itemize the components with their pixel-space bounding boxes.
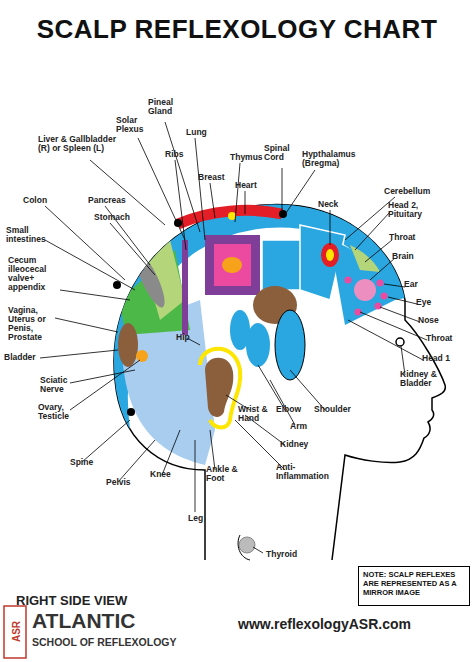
part-label: Ear <box>404 280 434 289</box>
part-label: Spinal Cord <box>264 144 300 162</box>
part-label: Kidney & Bladder <box>400 370 455 388</box>
part-label: Throat <box>426 334 466 343</box>
part-label: Small intestines <box>6 226 48 244</box>
part-label: Breast <box>198 173 234 182</box>
website: www.reflexologyASR.com <box>238 616 438 632</box>
logo-name: ATLANTIC <box>32 610 172 632</box>
part-label: Ribs <box>165 150 195 159</box>
part-label: Brain <box>392 252 432 261</box>
part-label: Stomach <box>94 213 140 222</box>
part-label: Colon <box>23 196 57 205</box>
reflex-zones <box>116 215 395 465</box>
logo-mark: ASR <box>11 610 22 654</box>
note-box: NOTE: SCALP REFLEXES ARE REPRESENTED AS … <box>358 566 470 606</box>
part-label: Wrist & Hand <box>238 405 274 423</box>
part-label: Cerebellum <box>384 187 444 196</box>
part-label: Leg <box>188 514 212 523</box>
part-label: Liver & Gallbladder (R) or Spleen (L) <box>38 135 120 153</box>
part-label: Pancreas <box>88 196 136 205</box>
part-label: Ovary, Testicle <box>38 403 80 421</box>
part-label: Sciatic Nerve <box>40 376 80 394</box>
note-text: NOTE: SCALP REFLEXES ARE REPRESENTED AS … <box>363 570 465 597</box>
part-label: Hypthalamus (Bregma) <box>302 150 364 168</box>
part-label: Elbow <box>276 405 308 414</box>
part-label: Throat <box>389 233 429 242</box>
part-label: Head 2, Pituitary <box>388 201 436 219</box>
part-label: Pineal Gland <box>148 98 190 116</box>
part-label: Ankle & Foot <box>206 465 242 483</box>
logo-subtitle: SCHOOL OF REFLEXOLOGY <box>32 636 212 648</box>
part-label: Kidney <box>280 440 320 449</box>
part-label: Arm <box>290 422 316 431</box>
part-label: Head 1 <box>422 354 462 363</box>
part-label: Lung <box>186 128 216 137</box>
part-label: Thyroid <box>266 550 306 559</box>
part-label: Solar Plexus <box>116 116 156 134</box>
part-label: Vagina, Uterus or Penis, Prostate <box>8 306 63 342</box>
part-label: Spine <box>70 458 104 467</box>
chart-title: SCALP REFLEXOLOGY CHART <box>0 14 474 45</box>
logo-frame <box>4 606 26 658</box>
part-label: Bladder <box>4 353 44 362</box>
part-label: Neck <box>318 200 348 209</box>
part-label: Knee <box>150 470 180 479</box>
part-label: Heart <box>235 181 265 190</box>
leader-lines <box>40 122 427 553</box>
part-label: Shoulder <box>314 405 360 414</box>
head-outline <box>114 205 445 560</box>
part-label: Anti-Inflammation <box>276 463 336 481</box>
part-label: Nose <box>418 316 452 325</box>
part-label: Cecum illeocecal valve+ appendix <box>8 256 66 292</box>
view-label: RIGHT SIDE VIEW <box>16 594 127 608</box>
part-label: Hip <box>176 333 196 342</box>
part-label: Eye <box>416 298 446 307</box>
part-label: Pelvis <box>106 478 142 487</box>
